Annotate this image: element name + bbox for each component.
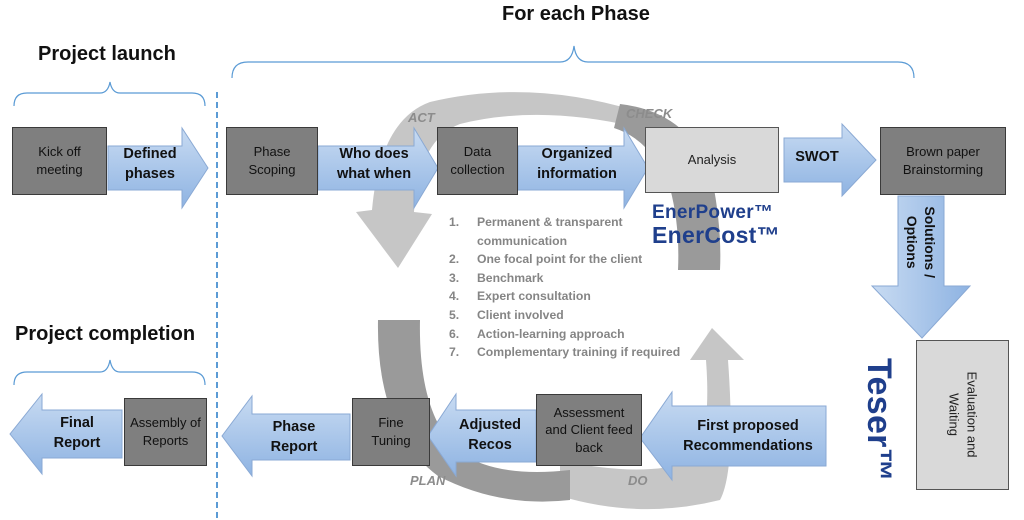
label-first-proposed: First proposed Recommendations	[683, 418, 813, 454]
heading-project-launch: Project launch	[38, 43, 176, 65]
heading-for-each-phase: For each Phase	[502, 3, 650, 25]
box-analysis: Analysis	[645, 127, 779, 193]
principle-item: 3.Benchmark	[449, 270, 544, 285]
label-solutions-text: Solutions / Options	[904, 206, 939, 278]
brace-for-each-phase	[231, 45, 915, 79]
label-final-report: Final Report	[53, 415, 101, 451]
principle-item: 1.Permanent & transparent communication	[449, 215, 623, 248]
principle-item: 2.One focal point for the client	[449, 252, 643, 267]
principle-item: 5.Client involved	[449, 307, 564, 322]
arrow-who-does	[317, 126, 439, 210]
heading-project-completion: Project completion	[15, 323, 196, 345]
label-swot: SWOT	[795, 149, 839, 166]
arrow-first-proposed	[639, 390, 827, 482]
arrow-swot	[783, 122, 877, 198]
arrow-final-report	[9, 392, 123, 476]
evaluation-label: Evaluation and Waiting	[946, 371, 980, 458]
box-kickoff-meeting: Kick off meeting	[12, 127, 107, 195]
box-phase-scoping: Phase Scoping	[226, 127, 318, 195]
box-data-collection: Data collection	[437, 127, 518, 195]
arrow-solutions	[870, 195, 972, 339]
brand-enercost: EnerCost™	[652, 222, 780, 248]
brand-teser: Teser™	[860, 358, 898, 483]
cycle-arc-act	[356, 92, 640, 268]
label-adjusted-recos: Adjusted Recos	[458, 417, 522, 453]
label-solutions: Solutions / Options	[895, 200, 947, 284]
principles-list: 1.Permanent & transparent communication …	[449, 213, 697, 362]
box-evaluation: Evaluation and Waiting	[916, 340, 1009, 490]
principle-item: 6.Action-learning approach	[449, 326, 625, 341]
label-organized-info: Organized information	[537, 146, 617, 182]
arrow-adjusted-recos	[427, 392, 537, 478]
box-fine-tuning: Fine Tuning	[352, 398, 430, 466]
principle-item: 7.Complementary training if required	[449, 345, 681, 360]
arrow-organized-info	[517, 126, 649, 210]
label-who-does: Who does what when	[336, 146, 412, 182]
arrow-defined-phases	[107, 126, 209, 210]
arrow-phase-report	[221, 394, 351, 478]
brand-enerpower: EnerPower™	[652, 202, 774, 223]
cycle-label-do: DO	[628, 473, 648, 488]
label-defined-phases: Defined phases	[123, 146, 177, 182]
principle-item: 4.Expert consultation	[449, 289, 591, 304]
brace-project-launch	[13, 81, 206, 107]
box-assembly-of-reports: Assembly of Reports	[124, 398, 207, 466]
cycle-label-plan: PLAN	[410, 473, 446, 488]
brace-project-completion	[13, 359, 206, 386]
cycle-label-act: ACT	[408, 110, 435, 125]
box-assessment: Assessment and Client feed back	[536, 394, 642, 466]
cycle-label-check: CHECK	[626, 106, 673, 121]
box-brown-paper: Brown paper Brainstorming	[880, 127, 1006, 195]
label-phase-report: Phase Report	[270, 419, 318, 455]
